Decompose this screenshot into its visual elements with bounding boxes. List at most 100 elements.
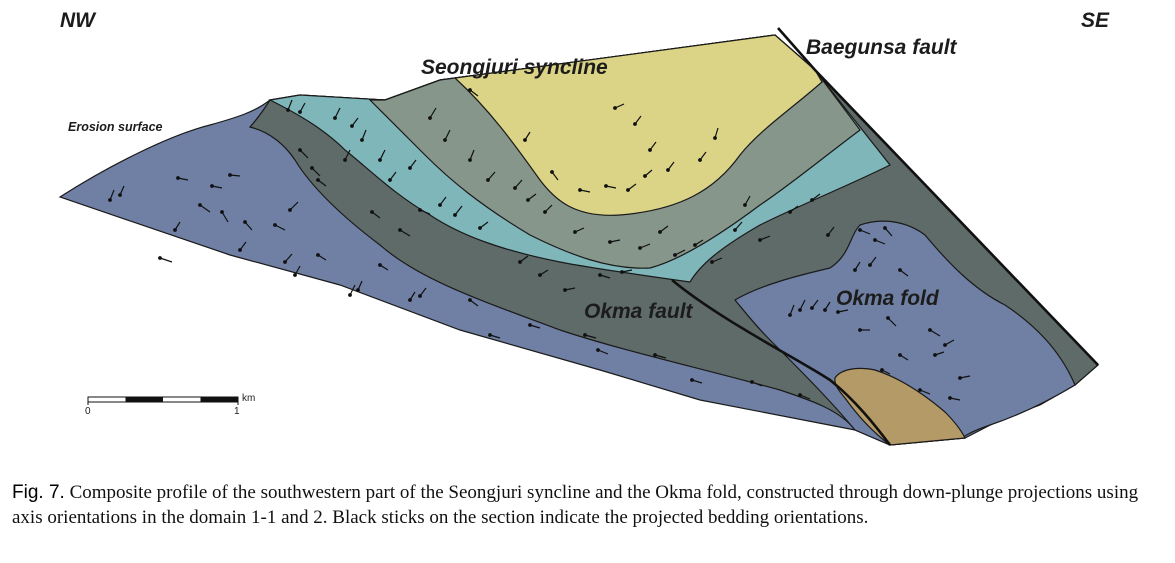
bedding-stick: [928, 328, 941, 337]
bedding-stick: [596, 348, 609, 355]
se-label: SE: [1081, 9, 1110, 32]
unit-brown: [834, 367, 966, 446]
bedding-stick: [898, 268, 909, 277]
bedding-stick: [378, 263, 389, 271]
baegunsa-fault-line: [777, 27, 1099, 366]
bedding-stick: [620, 269, 633, 274]
nw-label: NW: [60, 9, 97, 32]
bedding-stick: [210, 184, 223, 189]
bedding-stick: [943, 339, 955, 347]
bedding-stick: [243, 220, 253, 231]
bedding-stick: [858, 228, 871, 235]
bedding-stick: [883, 226, 893, 237]
okma-fault-line: [671, 279, 892, 446]
bedding-stick: [198, 203, 211, 213]
bedding-stick: [826, 226, 835, 237]
bedding-stick: [868, 256, 877, 267]
bedding-stick: [288, 201, 299, 212]
bedding-stick: [563, 287, 576, 292]
bedding-stick: [543, 204, 553, 214]
bedding-stick: [486, 171, 496, 182]
bedding-stick: [698, 151, 707, 162]
okma-fold-label: Okma fold: [836, 287, 940, 310]
bedding-stick: [468, 298, 479, 307]
bedding-stick: [350, 117, 359, 128]
bedding-stick: [750, 380, 763, 387]
bedding-stick: [933, 351, 945, 357]
unit-blue-okma-fold: [734, 220, 1076, 446]
bedding-stick: [573, 227, 585, 234]
bedding-stick: [398, 228, 411, 237]
bedding-stick: [538, 269, 549, 277]
bedding-stick: [733, 221, 743, 232]
bedding-stick: [468, 149, 475, 162]
bedding-stick: [613, 103, 625, 110]
bedding-stick: [633, 115, 642, 126]
bedding-stick: [418, 287, 427, 298]
bedding-stick: [356, 280, 363, 292]
bedding-stick: [310, 166, 321, 177]
seongjuri-syncline-label: Seongjuri syncline: [421, 56, 608, 79]
bedding-stick: [673, 249, 686, 257]
bedding-stick: [388, 171, 397, 182]
bedding-stick: [523, 131, 531, 142]
bedding-stick: [858, 328, 870, 332]
figure-number: Fig. 7.: [12, 482, 65, 503]
bedding-stick: [648, 141, 657, 152]
bedding-stick: [316, 253, 327, 261]
bedding-stick: [158, 256, 173, 263]
bedding-stick: [758, 235, 771, 242]
bedding-stick: [666, 161, 675, 172]
bedding-stick: [810, 193, 821, 202]
bedding-stick: [428, 107, 437, 120]
bedding-stick: [228, 173, 241, 177]
bedding-stick: [298, 102, 306, 114]
bedding-stick: [638, 243, 651, 250]
bedding-stick: [418, 208, 431, 215]
bedding-stick: [880, 368, 891, 375]
bedding-stick: [823, 301, 831, 312]
bedding-stick: [443, 129, 451, 142]
bedding-stick: [958, 375, 971, 380]
bedding-stick: [743, 195, 751, 207]
bedding-stick: [528, 323, 541, 329]
bedding-stick: [713, 127, 719, 140]
bedding-stick: [583, 333, 597, 339]
bedding-stick: [653, 353, 667, 359]
bedding-stick: [408, 159, 417, 170]
bedding-stick: [273, 223, 286, 231]
bedding-stick: [608, 239, 621, 244]
okma-fault-label: Okma fault: [584, 300, 694, 323]
bedding-stick: [513, 179, 523, 190]
bedding-stick: [626, 183, 637, 192]
bedding-stick: [118, 185, 125, 197]
bedding-stick: [693, 239, 704, 247]
bedding-stick: [898, 353, 909, 361]
bedding-stick: [370, 210, 381, 219]
bedding-stick: [643, 169, 653, 178]
bedding-stick: [283, 253, 293, 264]
geologic-cross-section: NW SE Erosion surface Seongjuri syncline…: [58, 9, 1110, 446]
bedding-stick: [108, 189, 115, 202]
caption-text: Composite profile of the southwestern pa…: [12, 482, 1139, 528]
bedding-stick: [690, 378, 703, 384]
bedding-stick: [478, 221, 489, 230]
scale-bar-end-label: 1: [234, 406, 240, 417]
bedding-stick: [298, 148, 309, 159]
bedding-stick: [378, 149, 386, 162]
bedding-stick: [408, 291, 416, 302]
bedding-stick: [788, 304, 795, 317]
bedding-stick: [873, 238, 886, 245]
bedding-stick: [468, 88, 479, 97]
bedding-stick: [604, 184, 617, 189]
bedding-stick: [886, 316, 897, 327]
bedding-stick: [710, 257, 723, 264]
baegunsa-fault-label: Baegunsa fault: [806, 36, 958, 59]
bedding-stick: [853, 261, 861, 272]
bedding-stick: [578, 188, 591, 193]
bedding-stick: [798, 393, 811, 400]
unit-yellow-core: [453, 34, 823, 216]
scale-bar-unit-label: km: [242, 393, 255, 404]
bedding-stick: [360, 129, 367, 142]
scale-bar-start-label: 0: [85, 406, 91, 417]
